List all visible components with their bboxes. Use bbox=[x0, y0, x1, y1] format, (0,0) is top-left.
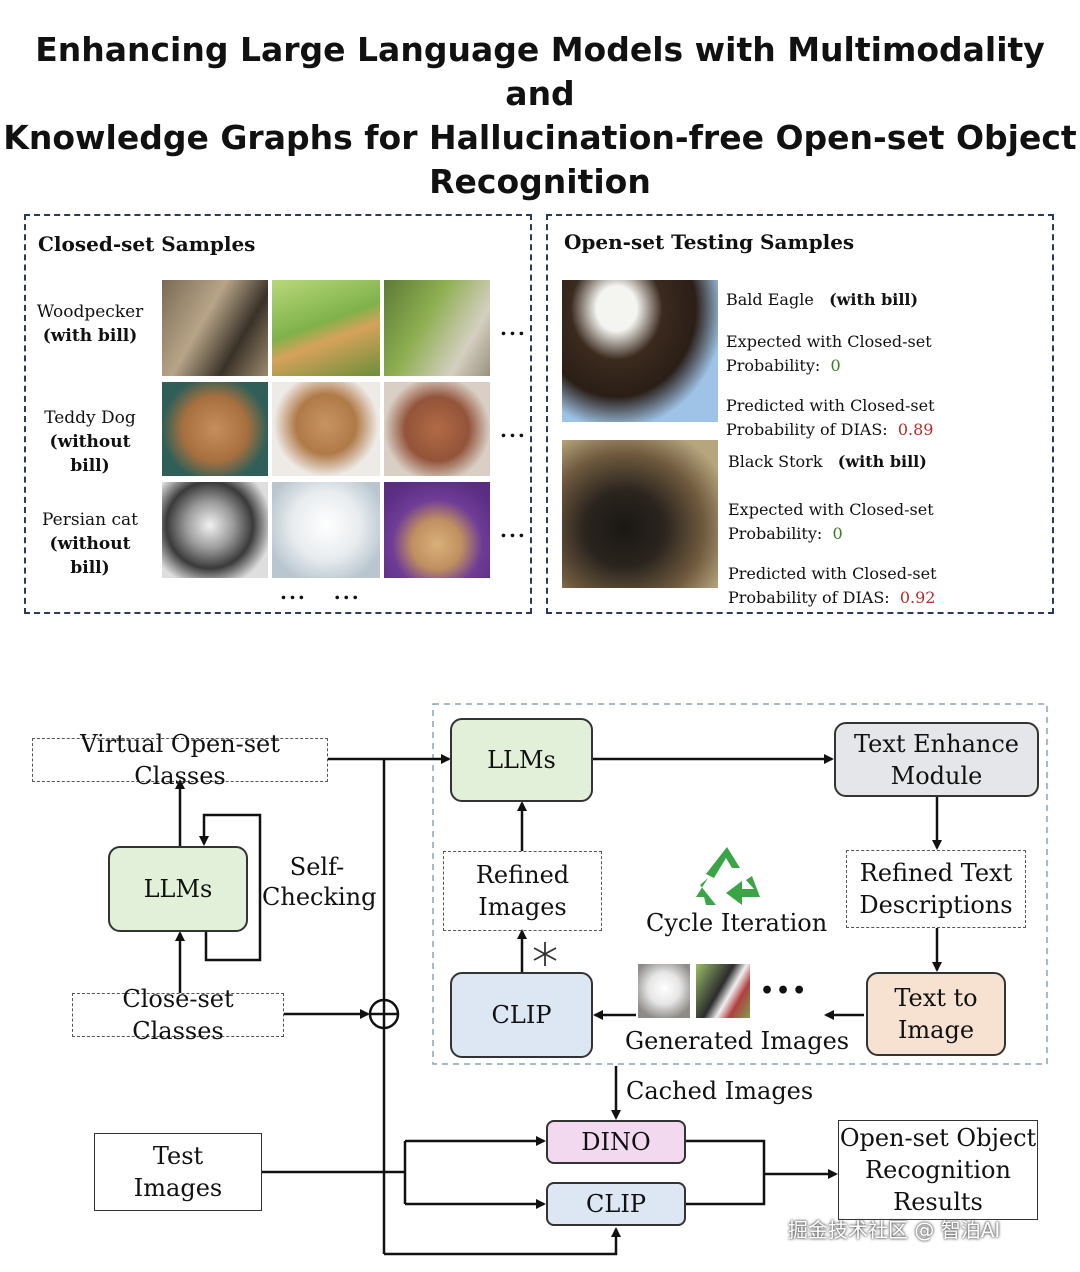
black-stork-pred-value: 0.92 bbox=[899, 588, 936, 607]
black-stork-pred-line1: Predicted with Closed-set bbox=[728, 564, 937, 583]
self-checking-label: Self- Checking bbox=[262, 853, 377, 911]
bald-eagle-pred-value: 0.89 bbox=[897, 420, 934, 439]
bald-eagle-expected-value: 0 bbox=[830, 356, 841, 375]
black-stork-expected-value: 0 bbox=[832, 524, 843, 543]
woodpecker-image-1 bbox=[162, 280, 268, 376]
row-label-persian-cat: Persian cat (without bill) bbox=[42, 510, 138, 578]
bottom-ellipsis: ... ... bbox=[280, 580, 361, 604]
dino-box: DINO bbox=[546, 1120, 686, 1164]
title-line-2: Knowledge Graphs for Hallucination-free … bbox=[3, 118, 1077, 157]
black-stork-pred-line2: Probability of DIAS: bbox=[728, 588, 890, 607]
bald-eagle-bill: (with bill) bbox=[829, 290, 919, 309]
black-stork-info: Black Stork (with bill) Expected with Cl… bbox=[728, 450, 1048, 610]
title-line-1: Enhancing Large Language Models with Mul… bbox=[35, 30, 1045, 113]
teddy-dog-image-2 bbox=[272, 382, 380, 476]
row-ellipsis-3: ... bbox=[500, 518, 527, 542]
llms-top-box: LLMs bbox=[450, 718, 593, 802]
closed-set-title: Closed-set Samples bbox=[38, 232, 256, 256]
cached-images-label: Cached Images bbox=[626, 1077, 814, 1105]
generated-images-ellipsis: ••• bbox=[760, 978, 809, 1004]
clip-top-box: CLIP bbox=[450, 972, 593, 1058]
teddy-dog-image-3 bbox=[384, 382, 490, 476]
row-label-woodpecker: Woodpecker (with bill) bbox=[36, 302, 144, 346]
row-ellipsis-2: ... bbox=[500, 418, 527, 442]
test-images-box: Test Images bbox=[94, 1133, 262, 1211]
refined-images-box: Refined Images bbox=[443, 851, 602, 931]
text-enhance-module-box: Text Enhance Module bbox=[834, 722, 1039, 797]
black-stork-bill: (with bill) bbox=[837, 452, 927, 471]
bald-eagle-name: Bald Eagle bbox=[726, 290, 814, 309]
bald-eagle-pred-line2: Probability of DIAS: bbox=[726, 420, 888, 439]
generated-cat-thumbnail bbox=[638, 964, 690, 1018]
generated-images-label: Generated Images bbox=[625, 1027, 850, 1055]
bald-eagle-pred-line1: Predicted with Closed-set bbox=[726, 396, 935, 415]
open-set-panel bbox=[546, 214, 1054, 614]
row-ellipsis-1: ... bbox=[500, 316, 527, 340]
row-label-teddy-dog: Teddy Dog (without bill) bbox=[44, 408, 136, 476]
page-title: Enhancing Large Language Models with Mul… bbox=[0, 28, 1080, 204]
black-stork-name: Black Stork bbox=[728, 452, 823, 471]
recycle-icon bbox=[696, 847, 760, 905]
cycle-iteration-label: Cycle Iteration bbox=[646, 909, 828, 937]
bald-eagle-image bbox=[562, 280, 718, 422]
virtual-open-set-classes-box: Virtual Open-set Classes bbox=[32, 730, 328, 790]
bald-eagle-expected-label: Expected with Closed-set Probability: bbox=[726, 332, 932, 375]
results-box: Open-set Object Recognition Results bbox=[838, 1120, 1038, 1220]
close-set-classes-box: Close-set Classes bbox=[72, 985, 284, 1045]
open-set-title: Open-set Testing Samples bbox=[564, 230, 855, 254]
clip-bottom-box: CLIP bbox=[546, 1182, 686, 1226]
teddy-dog-image-1 bbox=[162, 382, 268, 476]
generated-woodpecker-thumbnail bbox=[696, 964, 750, 1018]
closed-set-panel bbox=[24, 214, 532, 614]
frozen-snowflake-icon bbox=[533, 942, 557, 966]
bald-eagle-info: Bald Eagle (with bill) Expected with Clo… bbox=[726, 288, 1046, 442]
woodpecker-image-3 bbox=[384, 280, 490, 376]
combine-circle bbox=[368, 998, 400, 1030]
refined-text-descriptions-box: Refined Text Descriptions bbox=[846, 850, 1026, 928]
cycle-region bbox=[432, 703, 1048, 1065]
persian-cat-image-1 bbox=[162, 482, 268, 578]
text-to-image-box: Text to Image bbox=[866, 972, 1006, 1056]
black-stork-image bbox=[562, 440, 718, 588]
persian-cat-image-2 bbox=[272, 482, 380, 578]
title-line-3: Recognition bbox=[429, 162, 651, 201]
llms-left-box: LLMs bbox=[108, 846, 248, 932]
woodpecker-image-2 bbox=[272, 280, 380, 376]
persian-cat-image-3 bbox=[384, 482, 490, 578]
black-stork-expected-label: Expected with Closed-set Probability: bbox=[728, 500, 934, 543]
watermark: 掘金技术社区 @ 智泊AI bbox=[788, 1218, 1001, 1242]
